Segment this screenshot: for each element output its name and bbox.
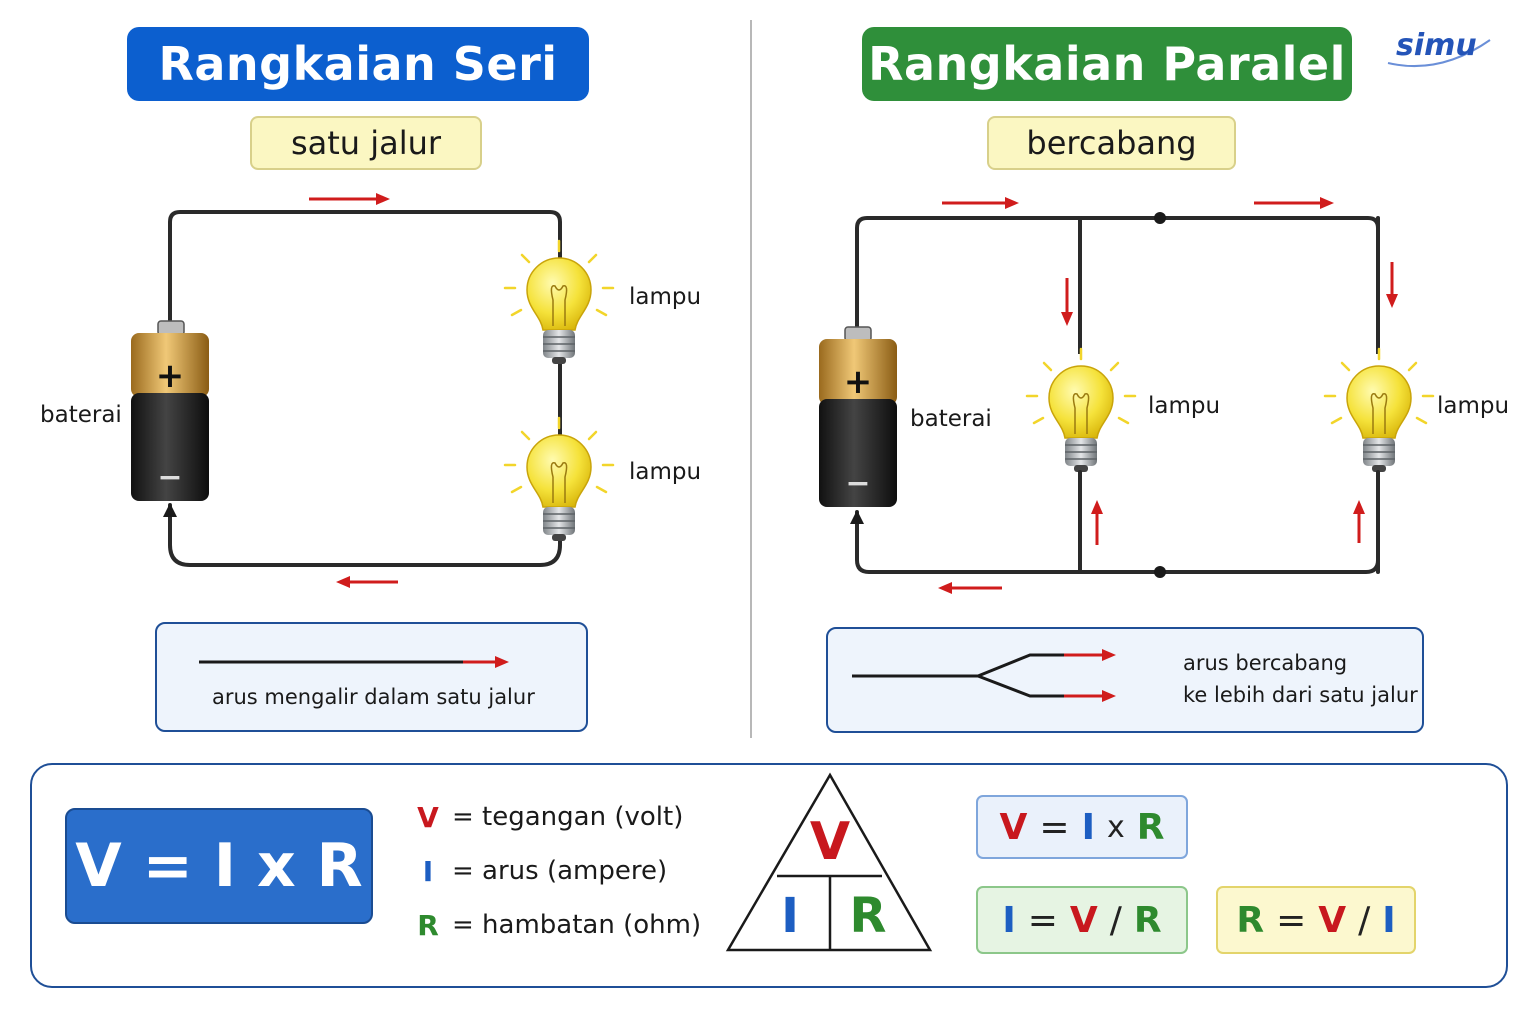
formula-operator: / bbox=[1358, 899, 1371, 941]
series-battery-plus: + bbox=[155, 356, 185, 396]
junction-top bbox=[1154, 212, 1166, 224]
formula-operator: = bbox=[1039, 806, 1070, 848]
definition-symbol: R bbox=[417, 908, 439, 942]
series-battery-arrow bbox=[163, 503, 177, 517]
series-legend-arrow bbox=[199, 656, 509, 668]
definition-resistance: R = hambatan (ohm) bbox=[412, 906, 712, 944]
parallel-legend-line-1: arus bercabang bbox=[1183, 651, 1348, 675]
logo-swoosh bbox=[1387, 39, 1491, 68]
formula-term: R bbox=[1133, 899, 1162, 941]
definition-current: I = arus (ampere) bbox=[412, 852, 712, 890]
series-battery-minus: − bbox=[157, 460, 183, 495]
series-lamp-2-label: lampu bbox=[629, 459, 702, 485]
formula-operator: x bbox=[1106, 809, 1125, 845]
definitions-list: V = tegangan (volt) I = arus (ampere) R … bbox=[412, 798, 712, 944]
definition-symbol: I bbox=[422, 854, 434, 888]
parallel-battery-plus: + bbox=[843, 362, 873, 402]
series-bulb-2 bbox=[503, 416, 615, 541]
parallel-outer-wire bbox=[855, 216, 1380, 574]
logo: simu bbox=[1396, 28, 1477, 63]
formula-term: I bbox=[1002, 899, 1016, 941]
formula-term: V bbox=[999, 806, 1028, 848]
definition-voltage: V = tegangan (volt) bbox=[412, 798, 712, 836]
definition-symbol: V bbox=[417, 800, 439, 834]
triangle-v: V bbox=[809, 812, 851, 872]
formula-v: V = I x R bbox=[976, 795, 1188, 859]
formula-r: R = V / I bbox=[1216, 886, 1416, 954]
parallel-subtitle: bercabang bbox=[987, 116, 1236, 170]
series-battery-label: baterai bbox=[40, 402, 122, 428]
series-battery bbox=[131, 320, 209, 501]
parallel-current-arrows bbox=[938, 197, 1398, 594]
parallel-battery-label: baterai bbox=[910, 406, 992, 432]
series-legend: arus mengalir dalam satu jalur bbox=[155, 622, 588, 732]
definition-text: = arus (ampere) bbox=[452, 856, 668, 886]
triangle-i: I bbox=[781, 888, 799, 944]
series-wire bbox=[168, 210, 562, 567]
parallel-bulb-2 bbox=[1323, 347, 1435, 484]
series-lamp-1-label: lampu bbox=[629, 284, 702, 310]
parallel-legend-line-2: ke lebih dari satu jalur bbox=[1183, 683, 1418, 707]
parallel-bulb-1 bbox=[1025, 347, 1137, 484]
parallel-lamp-2-label: lampu bbox=[1437, 393, 1510, 419]
parallel-battery-minus: − bbox=[845, 466, 871, 501]
parallel-battery bbox=[819, 326, 897, 507]
formula-term: I bbox=[1382, 899, 1396, 941]
series-legend-text: arus mengalir dalam satu jalur bbox=[212, 685, 535, 709]
formula-i: I = V / R bbox=[976, 886, 1188, 954]
series-current-arrows bbox=[309, 193, 398, 588]
parallel-battery-arrow bbox=[850, 510, 864, 524]
parallel-title: Rangkaian Paralel bbox=[862, 27, 1352, 101]
formula-operator: = bbox=[1276, 899, 1307, 941]
main-formula: V = I x R bbox=[65, 808, 373, 924]
ohm-triangle bbox=[725, 772, 933, 952]
formula-operator: = bbox=[1027, 899, 1058, 941]
formula-term: R bbox=[1136, 806, 1165, 848]
triangle-r: R bbox=[849, 888, 887, 944]
formula-term: V bbox=[1318, 899, 1347, 941]
formula-operator: / bbox=[1109, 899, 1122, 941]
parallel-legend-arrows bbox=[852, 649, 1116, 702]
parallel-lamp-1-label: lampu bbox=[1148, 393, 1221, 419]
formula-term: I bbox=[1081, 806, 1095, 848]
junction-bottom bbox=[1154, 566, 1166, 578]
series-title: Rangkaian Seri bbox=[127, 27, 589, 101]
series-bulb-1 bbox=[503, 239, 615, 364]
parallel-circuit bbox=[855, 216, 1380, 574]
parallel-legend: arus bercabang ke lebih dari satu jalur bbox=[826, 627, 1424, 733]
formula-term: V bbox=[1069, 899, 1098, 941]
series-subtitle: satu jalur bbox=[250, 116, 482, 170]
definition-text: = hambatan (ohm) bbox=[452, 910, 702, 940]
series-circuit bbox=[168, 210, 562, 567]
formula-term: R bbox=[1236, 899, 1265, 941]
definition-text: = tegangan (volt) bbox=[452, 802, 684, 832]
